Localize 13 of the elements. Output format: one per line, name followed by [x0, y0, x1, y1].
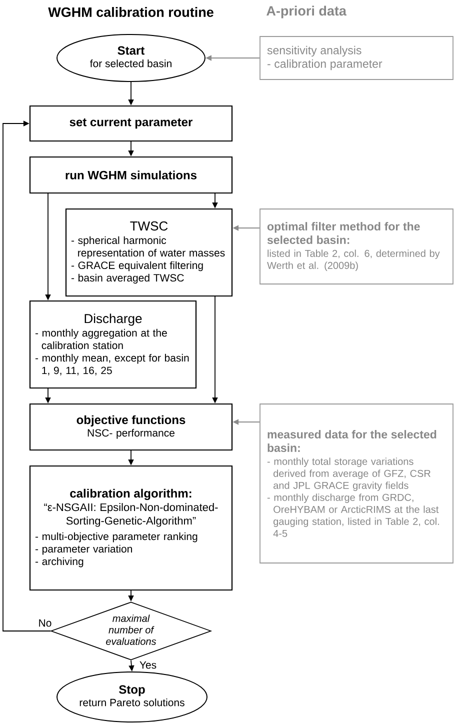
process-box: TWSC - spherical harmonic representation of water masses - GRACE equivalent filtering - basin averaged TWSC	[65, 208, 233, 297]
column-heading: WGHM calibration routine	[48, 7, 214, 17]
data-box: optimal filter method for the selected basin: listed in Table 2, col. 6, determined by Werth et al. (2009b)	[260, 208, 454, 284]
data-box: measured data for the selected basin: - monthly total storage variations derived from average of GFZ, CSR and JPL GRACE gravity fields - monthly discharge from GRDC, OreHYBAM or ArcticRIMS at the last gauging station, listed in Table 2, col. 4-5	[260, 404, 454, 564]
edge-label: Yes	[138, 660, 158, 670]
column-heading: A-priori data	[266, 6, 347, 18]
process-box: run WGHM simulations	[29, 156, 233, 194]
arrow	[2, 120, 51, 632]
data-box: sensitivity analysis - calibration parameter	[260, 36, 454, 80]
process-box: objective functions NSC- performance	[29, 403, 233, 451]
process-box: calibration algorithm: “ε-NSGAII: Epsilon-Non-dominated-Sorting-Genetic-Algorithm” - multi-objective parameter ranking - parameter variation - archiving	[29, 465, 233, 591]
process-box: set current parameter	[29, 105, 233, 142]
process-box: Discharge - monthly aggregation at the calibration station - monthly mean, except for basin 1, 9, 11, 16, 25	[29, 300, 197, 389]
